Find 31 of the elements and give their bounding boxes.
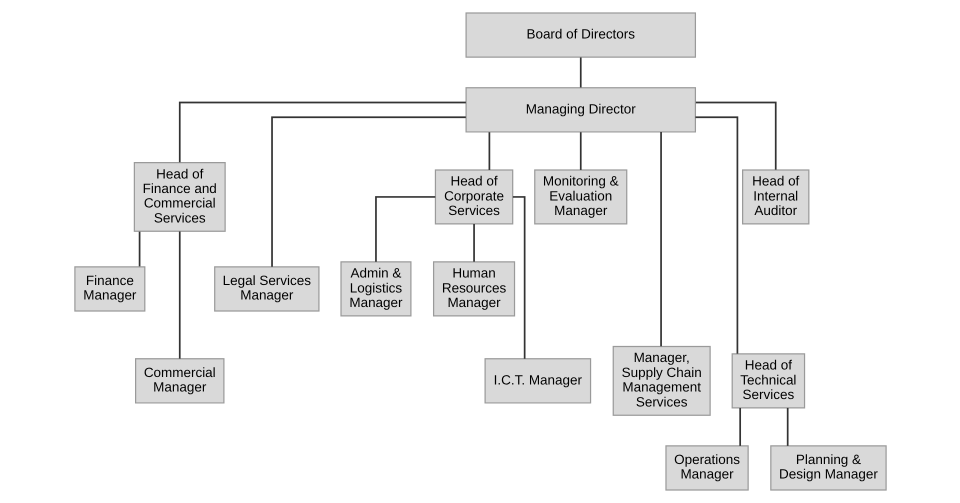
connector — [270, 116, 466, 267]
connector — [738, 408, 741, 446]
node-box: Monitoring & Evaluation Manager — [534, 169, 627, 225]
node-box: Operations Manager — [664, 445, 748, 491]
connector — [512, 196, 525, 359]
node-box: Head of Internal Auditor — [742, 169, 809, 225]
node-box: Commercial Manager — [134, 358, 224, 404]
node-box: Head of Technical Services — [731, 353, 805, 408]
connector — [786, 408, 788, 446]
node-box: Planning & Design Manager — [770, 445, 886, 491]
node-box: Human Resources Manager — [432, 261, 515, 316]
node-box: Admin & Logistics Manager — [340, 261, 412, 316]
node-box: Managing Director — [464, 87, 696, 133]
connector — [579, 58, 582, 88]
node-box: Head of Finance and Commercial Services — [133, 162, 226, 232]
connector — [488, 132, 490, 170]
connector — [660, 132, 662, 346]
node-box: Head of Corporate Services — [434, 169, 513, 225]
connector — [694, 116, 738, 354]
node-box: Legal Services Manager — [214, 266, 320, 312]
connector — [472, 224, 474, 262]
connector — [695, 102, 776, 170]
node-box: Manager, Supply Chain Management Services — [612, 346, 710, 416]
node-box: I.C.T. Manager — [484, 358, 591, 404]
node-box: Board of Directors — [464, 12, 696, 58]
node-box: Finance Manager — [74, 266, 145, 312]
connector — [138, 232, 140, 266]
connector — [178, 102, 466, 162]
connector — [579, 132, 582, 170]
connector — [178, 232, 180, 359]
connector — [374, 196, 435, 262]
